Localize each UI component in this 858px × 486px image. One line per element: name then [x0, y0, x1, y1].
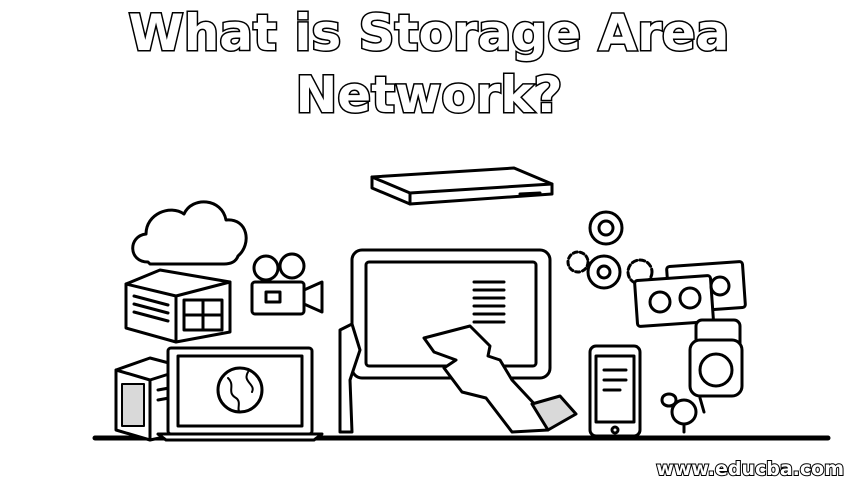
- robot-icon: [660, 318, 744, 434]
- globe-icon: [216, 366, 264, 414]
- video-camera-icon: [250, 252, 324, 316]
- gear-icon: [566, 210, 654, 290]
- hand-icon: [338, 322, 578, 434]
- cloud-icon: [131, 200, 248, 266]
- title-line-1: What is Storage Area: [127, 3, 731, 64]
- nas-storage-icon: [124, 268, 232, 344]
- hard-drive-icon: [633, 260, 747, 328]
- smartphone-icon: [588, 344, 642, 438]
- page-title: What is Storage Area Network?: [0, 2, 858, 126]
- title-line-2: Network?: [294, 65, 564, 126]
- rack-server-icon: [370, 166, 554, 206]
- site-watermark: www.educba.com: [655, 457, 845, 481]
